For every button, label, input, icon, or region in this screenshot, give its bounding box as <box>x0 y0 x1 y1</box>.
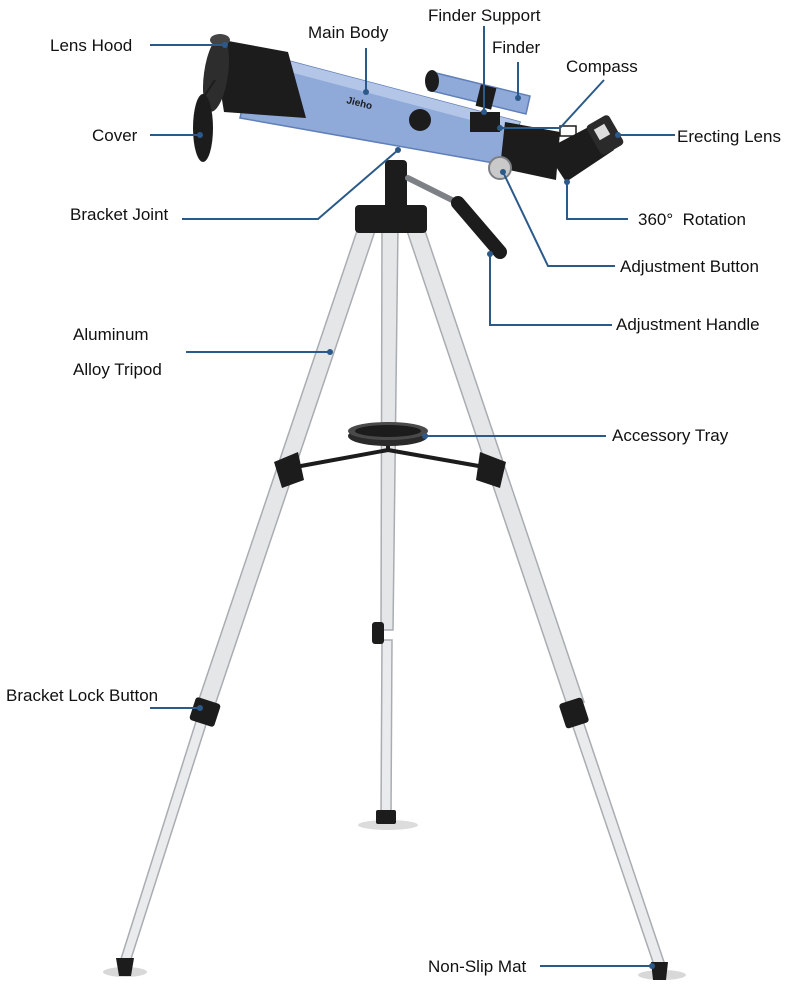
lens-hood-opening <box>202 36 230 112</box>
leader-rotation-dot <box>564 179 570 185</box>
leader-rotation <box>566 182 628 220</box>
label-non-slip-mat: Non-Slip Mat <box>428 957 527 976</box>
label-main-body: Main Body <box>308 23 389 42</box>
focuser-body <box>500 122 560 180</box>
main-tube-highlight <box>252 52 520 132</box>
leader-compass-dot <box>497 125 503 131</box>
erecting-lens-label <box>593 123 611 141</box>
leader-adjustment-handle <box>489 254 612 326</box>
accessory-tray-inner <box>355 425 421 437</box>
finder-eyepiece <box>425 70 439 92</box>
leader-compass <box>500 79 605 129</box>
leader-cover-dot <box>197 132 203 138</box>
leader-adjustment-button-dot <box>500 169 506 175</box>
tripod-leg-right-lower <box>568 717 667 966</box>
label-bracket-joint: Bracket Joint <box>70 205 169 224</box>
label-alloy-line2: Alloy Tripod <box>73 360 162 379</box>
label-finder-support: Finder Support <box>428 6 541 25</box>
leader-adjustment-handle-dot <box>487 251 493 257</box>
spreader-clamp-left <box>274 452 304 488</box>
spreader-arm-right <box>387 448 491 470</box>
label-adjustment-handle: Adjustment Handle <box>616 315 760 334</box>
leader-lines <box>150 26 675 969</box>
finder-support <box>470 112 500 132</box>
leader-lens-hood-dot <box>222 42 228 48</box>
dust-cover <box>193 94 213 162</box>
leader-bracket-joint-dot <box>395 147 401 153</box>
telescope: Jieho <box>193 34 624 182</box>
label-cover: Cover <box>92 126 138 145</box>
label-adjustment-button: Adjustment Button <box>620 257 759 276</box>
leg-shadow-center <box>358 820 418 830</box>
leader-finder-dot <box>515 95 521 101</box>
tripod-leg-left-lower <box>118 711 212 963</box>
tripod <box>103 160 686 980</box>
bracket-lock-center <box>372 622 384 644</box>
tripod-head <box>355 205 427 233</box>
label-finder: Finder <box>492 38 541 57</box>
label-accessory-tray: Accessory Tray <box>612 426 729 445</box>
leader-erecting-lens-dot <box>615 132 621 138</box>
label-alloy-line1: Aluminum <box>73 325 149 344</box>
spreader-arm-left <box>289 448 389 470</box>
label-lens-hood: Lens Hood <box>50 36 132 55</box>
bracket-lock-left <box>189 697 221 727</box>
spreader-clamp-right <box>476 452 506 488</box>
leader-bracket-joint <box>182 149 399 220</box>
dust-cover-strap <box>204 79 216 96</box>
label-rotation: 360° Rotation <box>638 210 746 229</box>
bracket-post <box>385 160 407 210</box>
bracket-lock-right <box>559 697 589 729</box>
adjustment-handle <box>405 175 507 259</box>
foot-right <box>651 962 668 980</box>
foot-left <box>116 958 134 976</box>
leader-non-slip-mat-dot <box>649 963 655 969</box>
focus-knob <box>409 109 431 131</box>
leader-finder-support-dot <box>481 109 487 115</box>
compass <box>559 125 577 137</box>
tripod-leg-center-lower <box>380 639 393 816</box>
leader-adjustment-button <box>502 171 615 267</box>
foot-center <box>376 810 396 824</box>
leader-alloy-tripod-dot <box>327 349 333 355</box>
label-bracket-lock-button: Bracket Lock Button <box>6 686 158 705</box>
adjustment-button <box>488 156 512 180</box>
leader-main-body-dot <box>363 89 369 95</box>
lens-hood-body <box>212 38 306 118</box>
leader-accessory-tray-dot <box>422 433 428 439</box>
label-compass: Compass <box>566 57 638 76</box>
leader-bracket-lock-dot <box>197 705 203 711</box>
finder-ring <box>475 84 497 110</box>
adjustment-handle-grip <box>451 196 507 259</box>
label-erecting-lens: Erecting Lens <box>677 127 781 146</box>
labels: Lens Hood Main Body Finder Support Finde… <box>6 6 781 976</box>
